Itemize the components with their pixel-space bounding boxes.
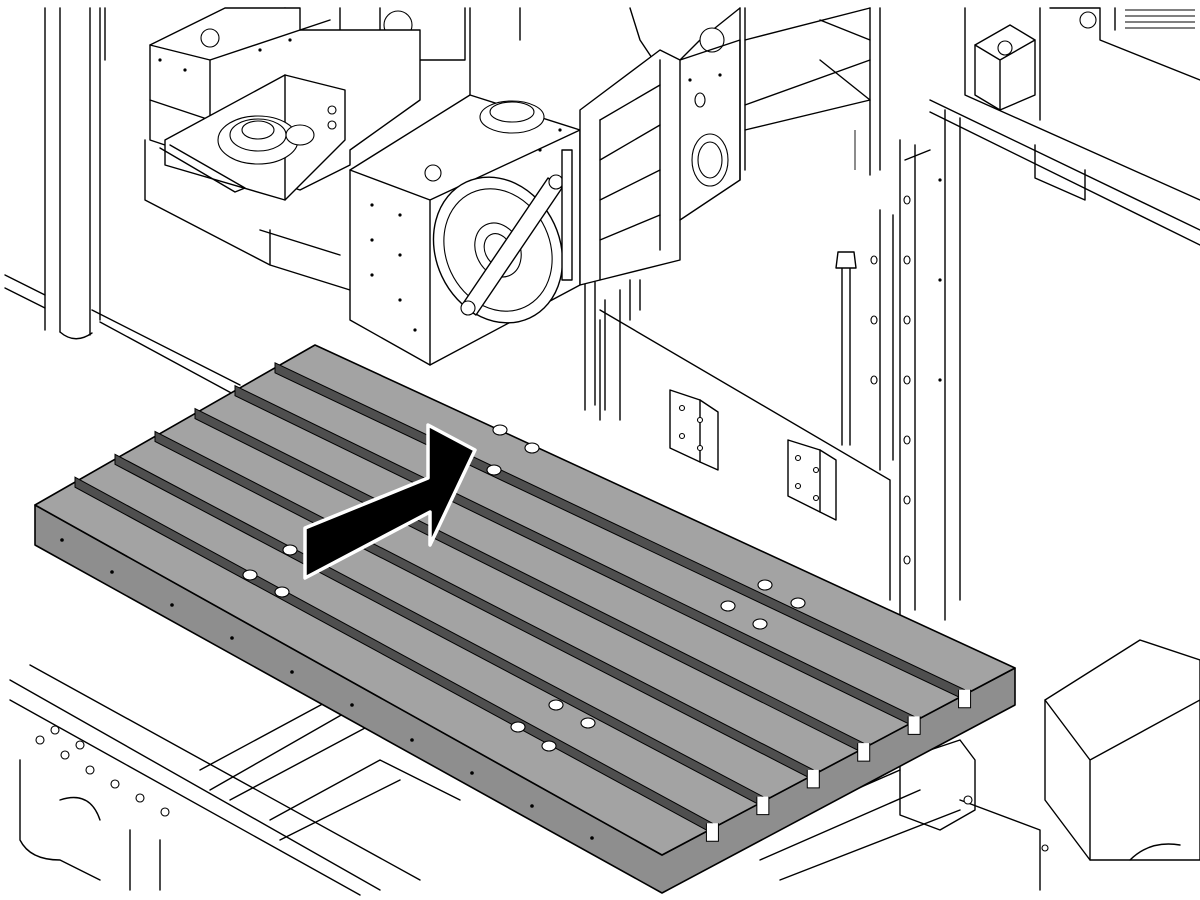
tslot-end-4 [857, 743, 871, 762]
bolt-dots [158, 38, 942, 382]
tslot-end-5 [907, 716, 921, 735]
side-face-dots [60, 538, 594, 840]
work-table [34, 344, 1016, 894]
table-holes [242, 424, 806, 752]
tslot-end-6 [958, 689, 972, 709]
t-slots [74, 362, 972, 842]
tslot-end-1 [705, 823, 719, 842]
direction-arrow [303, 423, 477, 580]
post-holes [870, 195, 911, 565]
machine-base [9, 639, 1200, 896]
machine-frame [4, 7, 1200, 621]
table-top-face [34, 344, 1016, 856]
base-holes [35, 725, 170, 817]
tslot-end-3 [806, 769, 820, 789]
tslot-end-2 [756, 796, 770, 816]
spindle-head [144, 7, 881, 366]
